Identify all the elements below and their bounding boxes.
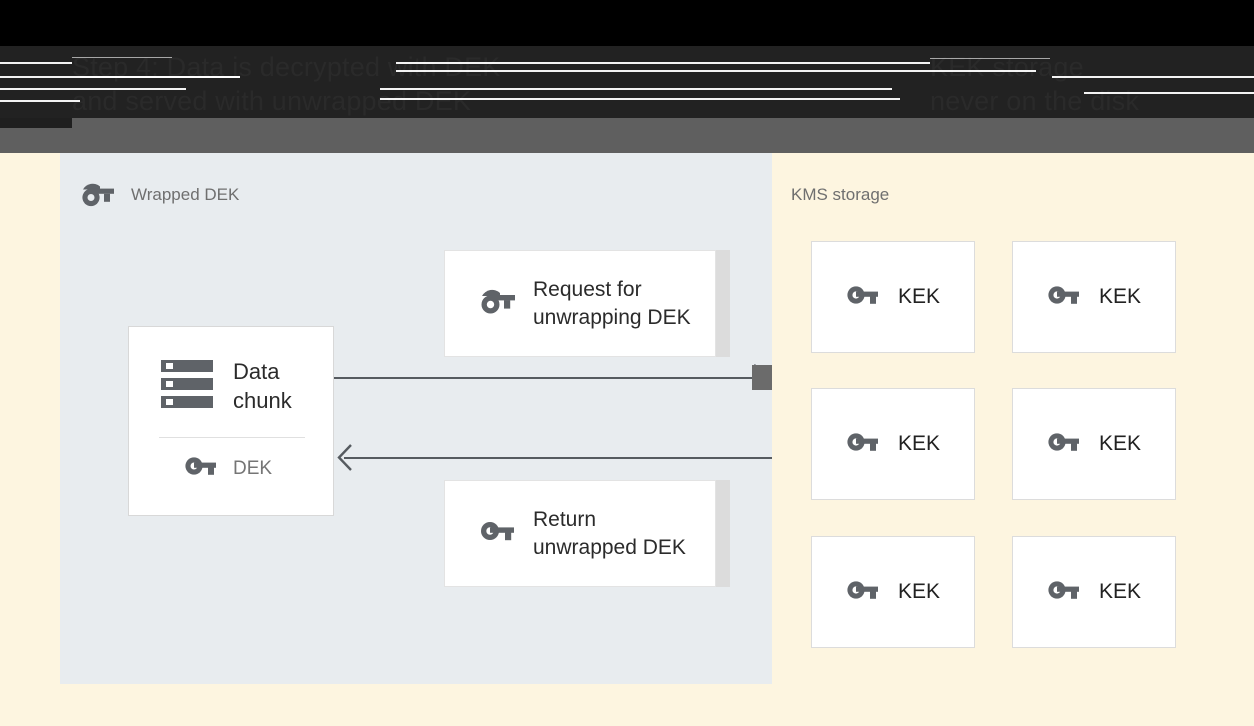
request-unwrap-card[interactable]: Request for unwrapping DEK (444, 250, 716, 357)
return-arrow-head (336, 444, 360, 477)
banner-title-left: Step 4: Data is decrypted with DEK and s… (72, 52, 501, 116)
wrapped-key-icon (479, 286, 517, 321)
banner-title-right: KEK storage never on the disk (930, 52, 1140, 116)
scanline-artifact (930, 58, 1050, 59)
return-unwrapped-label: Return unwrapped DEK (533, 507, 686, 559)
kek-label: KEK (1098, 285, 1142, 308)
kek-card[interactable]: KEK (1012, 536, 1176, 648)
return-arrow-line (344, 457, 772, 459)
storage-icon (159, 358, 215, 415)
key-icon (479, 518, 517, 549)
request-arrow-chevron (748, 363, 772, 396)
kek-label: KEK (897, 580, 941, 603)
request-unwrap-label: Request for unwrapping DEK (533, 277, 691, 329)
toolbar-strip (0, 118, 1254, 153)
request-arrow-line (334, 377, 766, 379)
key-icon (846, 578, 880, 607)
return-unwrapped-card[interactable]: Return unwrapped DEK (444, 480, 716, 587)
kek-card[interactable]: KEK (811, 388, 975, 500)
kms-storage-title: KMS storage (791, 185, 890, 204)
kek-card[interactable]: KEK (1012, 388, 1176, 500)
data-chunk-card[interactable]: Data chunk DEK (128, 326, 334, 516)
wrapped-dek-title: Wrapped DEK (131, 185, 240, 204)
request-arrow-clip-block (752, 365, 772, 390)
kek-label: KEK (1098, 432, 1142, 455)
kek-card[interactable]: KEK (811, 241, 975, 353)
scanline-artifact (0, 88, 186, 90)
key-icon (1047, 578, 1081, 607)
wrapped-key-icon (80, 180, 116, 213)
scanline-artifact (72, 57, 172, 58)
kek-label: KEK (1098, 580, 1142, 603)
scanline-artifact (1084, 92, 1254, 94)
key-icon (846, 430, 880, 459)
key-icon (846, 283, 880, 312)
toolbar-strip-notch (0, 118, 72, 128)
header-banner: Step 4: Data is decrypted with DEK and s… (0, 0, 1254, 118)
key-icon (185, 455, 217, 482)
card-divider (159, 437, 305, 438)
kek-label: KEK (897, 285, 941, 308)
scanline-artifact (380, 98, 900, 100)
scanline-artifact (1052, 76, 1254, 78)
scanline-artifact (396, 70, 1036, 72)
kek-card[interactable]: KEK (1012, 241, 1176, 353)
kek-card[interactable]: KEK (811, 536, 975, 648)
scanline-artifact (80, 76, 240, 78)
kek-label: KEK (897, 432, 941, 455)
dek-label: DEK (233, 457, 273, 479)
scanline-artifact (0, 100, 80, 102)
key-icon (1047, 283, 1081, 312)
data-chunk-label: Data chunk (233, 359, 292, 413)
key-icon (1047, 430, 1081, 459)
scanline-artifact (380, 88, 892, 90)
scanline-artifact (0, 62, 72, 64)
scanline-artifact (396, 62, 930, 64)
